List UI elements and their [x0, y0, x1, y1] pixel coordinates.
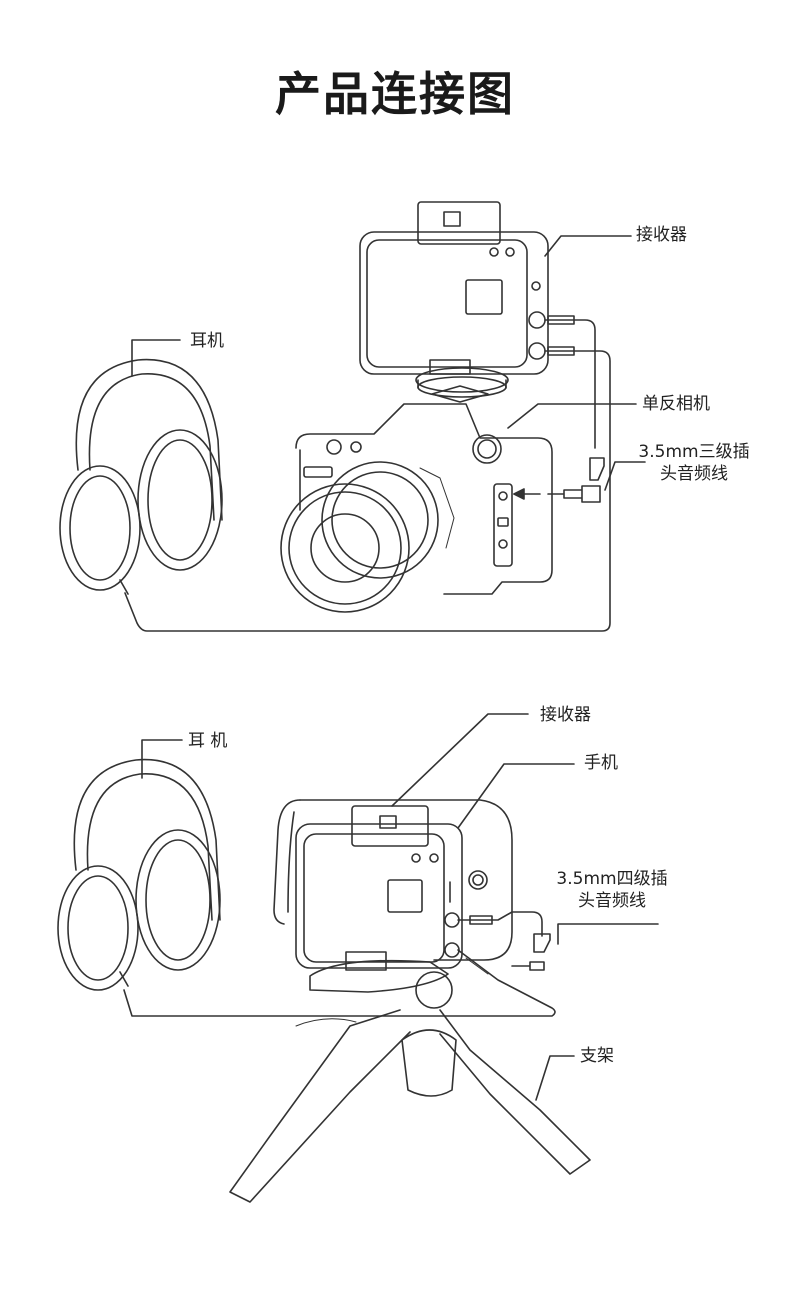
diagram2-headphones-label: 耳 机 — [188, 731, 228, 751]
diagram1-audio-cables — [124, 315, 611, 632]
diagram2-cable-label: 3.5mm四级插头音频线 — [556, 869, 668, 911]
diagram2-receiver-label: 接收器 — [540, 705, 591, 725]
diagram1-headphones-label: 耳机 — [190, 331, 224, 351]
diagram2-receiver-device — [295, 805, 463, 971]
diagram2-tripod-stand — [229, 959, 591, 1203]
page-title: 产品连接图 — [275, 67, 515, 121]
diagram1-cold-shoe-mount — [415, 367, 509, 403]
diagram2-audio-cables — [123, 911, 556, 1017]
diagram1-dslr-camera — [280, 403, 553, 613]
diagram1-headphones — [59, 358, 223, 595]
diagram1-receiver-label: 接收器 — [636, 225, 687, 245]
diagram2-stand-label: 支架 — [580, 1046, 614, 1066]
diagram1-receiver-device — [359, 201, 549, 375]
diagram2-leader-lines — [141, 713, 659, 1101]
diagram1-camera-label: 单反相机 — [642, 394, 710, 414]
diagram1-cable-label: 3.5mm三级插头音频线 — [638, 442, 750, 484]
diagram2-phone-clamp — [273, 799, 513, 961]
diagram1-leader-lines — [131, 235, 646, 491]
diagram2-phone-label: 手机 — [584, 753, 618, 773]
diagram2-headphones — [57, 758, 221, 991]
